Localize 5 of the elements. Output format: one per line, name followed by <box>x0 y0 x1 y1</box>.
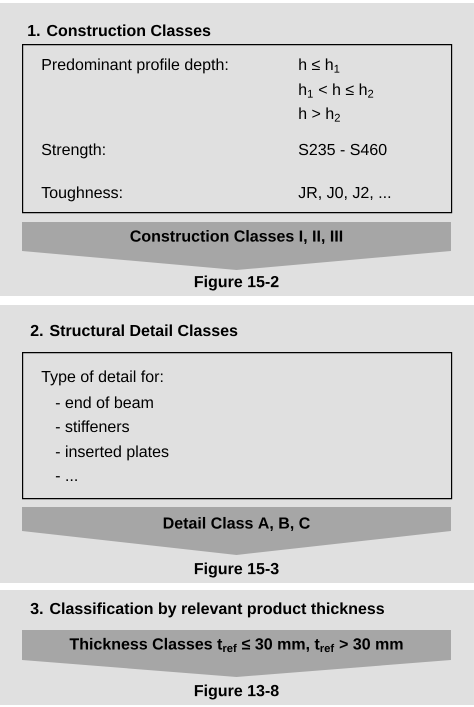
text-box: Type of detail for: - end of beam - stiffeners - inserted plates - ... <box>22 352 452 500</box>
figure-reference: Figure 15-3 <box>194 562 279 578</box>
figure-reference: Figure 13-8 <box>194 684 279 700</box>
text-box: Predominant profile depth: h ≤ h$_{1}$ h$_{1}$ < h ≤ h$_{2}$ h > h$_{2}$ Strength: S235 - S460 Toughness: JR, J0, J2, ... <box>22 44 452 214</box>
figure-reference: Figure 15-2 <box>194 276 278 290</box>
